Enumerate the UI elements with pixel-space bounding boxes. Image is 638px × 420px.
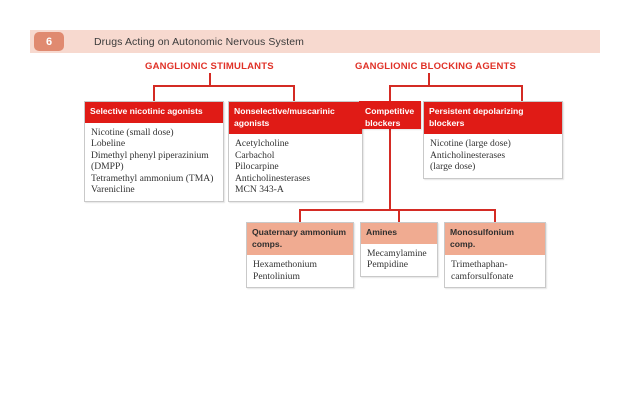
list-item: MCN 343-A <box>235 184 284 196</box>
connector-to-selective-nicotinic <box>153 85 155 102</box>
list-item: Mecamylamine <box>367 247 427 259</box>
connector-blocking-bracket <box>389 85 523 87</box>
card-persistent-depolarizing-blockers[interactable]: Persistent depolarizing blockers Nicotin… <box>423 101 563 179</box>
connector-stimulants-stem <box>209 73 211 85</box>
card-selective-nicotinic-agonists[interactable]: Selective nicotinic agonists Nicotine (s… <box>84 101 224 203</box>
connector-blocking-stem <box>428 73 430 85</box>
card-heading: Nonselective/muscarinic agonists <box>229 102 362 134</box>
connector-stimulants-bracket <box>153 85 295 87</box>
card-quaternary-ammonium-comps[interactable]: Quaternary ammonium comps. Hexamethonium… <box>246 222 354 289</box>
list-item: Nicotine (small dose) <box>91 126 174 138</box>
card-body: Trimethaphan- camforsulfonate <box>445 255 545 287</box>
card-heading: Quaternary ammonium comps. <box>247 223 353 255</box>
card-monosulfonium-comp[interactable]: Monosulfonium comp. Trimethaphan- camfor… <box>444 222 546 289</box>
page-title: Drugs Acting on Autonomic Nervous System <box>94 35 305 48</box>
list-item: (large dose) <box>430 161 476 173</box>
card-heading: Persistent depolarizing blockers <box>424 102 562 134</box>
list-item: Trimethaphan- <box>451 259 508 270</box>
connector-to-competitive <box>389 85 391 102</box>
card-nonselective-muscarinic-agonists[interactable]: Nonselective/muscarinic agonists Acetylc… <box>228 101 363 202</box>
slide-header-bar: 6 Drugs Acting on Autonomic Nervous Syst… <box>30 30 600 53</box>
card-body: Hexamethonium Pentolinium <box>247 255 353 287</box>
section-title-ganglionic-stimulants: GANGLIONIC STIMULANTS <box>145 61 274 72</box>
card-body: Acetylcholine Carbachol Pilocarpine Anti… <box>229 134 362 201</box>
list-item: Tetramethyl ammonium (TMA) <box>91 172 214 184</box>
list-item: camforsulfonate <box>451 270 514 282</box>
card-competitive-blockers[interactable]: Competitive blockers <box>359 101 421 129</box>
list-item: Carbachol <box>235 149 275 161</box>
list-item: Nicotine (large dose) <box>430 138 511 149</box>
connector-bottom-bracket <box>299 209 495 211</box>
card-body: Nicotine (small dose) Lobeline Dimethyl … <box>85 123 223 202</box>
list-item: Anticholinesterases <box>235 172 311 184</box>
card-body: Mecamylamine Pempidine <box>361 244 437 276</box>
section-title-ganglionic-blocking-agents: GANGLIONIC BLOCKING AGENTS <box>355 61 517 72</box>
slide-number-badge: 6 <box>34 32 64 51</box>
card-heading: Competitive blockers <box>365 106 415 128</box>
connector-to-monosulfonium <box>494 209 496 223</box>
list-item: Dimethyl phenyl piperazinium <box>91 149 209 161</box>
list-item: Lobeline <box>91 138 126 150</box>
card-amines[interactable]: Amines Mecamylamine Pempidine <box>360 222 438 277</box>
list-item: Pentolinium <box>253 270 300 282</box>
connector-to-quaternary <box>299 209 301 223</box>
card-heading: Amines <box>361 223 437 244</box>
list-item: Acetylcholine <box>235 138 289 149</box>
connector-competitive-drop <box>389 129 391 209</box>
list-item: Hexamethonium <box>253 259 317 270</box>
list-item: (DMPP) <box>91 161 124 173</box>
card-heading: Selective nicotinic agonists <box>85 102 223 123</box>
list-item: Varenicline <box>91 184 135 196</box>
connector-to-persistent <box>521 85 523 102</box>
card-heading: Monosulfonium comp. <box>445 223 545 255</box>
card-body: Nicotine (large dose) Anticholinesterase… <box>424 134 562 178</box>
list-item: Pempidine <box>367 259 409 271</box>
list-item: Pilocarpine <box>235 161 279 173</box>
list-item: Anticholinesterases <box>430 149 506 161</box>
connector-to-amines <box>398 209 400 223</box>
connector-to-nonselective <box>293 85 295 102</box>
